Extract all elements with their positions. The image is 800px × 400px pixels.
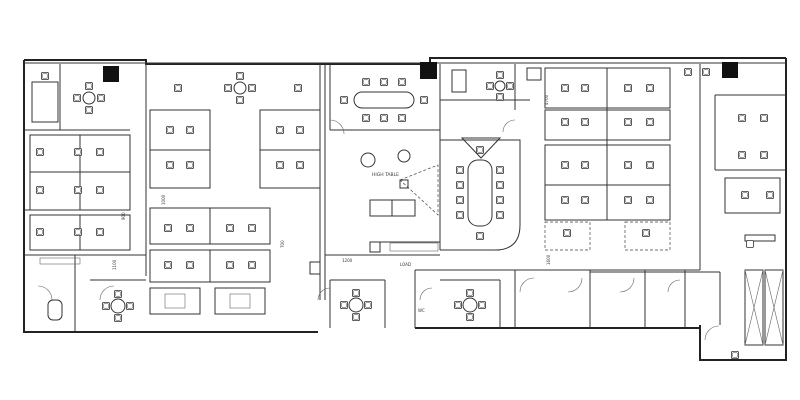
meeting-table-top-left xyxy=(31,72,105,123)
conference-room xyxy=(455,137,505,241)
dim-1000: 1000 xyxy=(161,194,166,205)
reception-area: HIGH TABLE xyxy=(360,149,439,253)
workstations-right xyxy=(544,67,710,251)
far-right-office xyxy=(724,114,784,360)
high-table-label: HIGH TABLE xyxy=(372,172,399,178)
workstations-left xyxy=(29,134,131,251)
dim-1100: 1100 xyxy=(112,259,117,270)
structural-columns xyxy=(103,62,738,82)
exterior-walls xyxy=(23,57,787,361)
dim-900: 900 xyxy=(121,212,126,220)
meeting-room-top-center xyxy=(339,78,429,122)
workstations-center-left xyxy=(149,72,321,315)
dim-4700: 4700 xyxy=(544,94,549,105)
lower-left-rooms xyxy=(39,257,135,323)
small-rooms-top-right xyxy=(451,67,542,101)
dimension-labels: 1200 1100 1000 900 700 4700 1600 LOAD WC xyxy=(112,94,551,313)
dim-1200: 1200 xyxy=(342,258,353,263)
door-swings xyxy=(37,119,720,341)
lower-center-pods xyxy=(309,261,487,322)
load-label: LOAD xyxy=(400,262,411,267)
wc-label: WC xyxy=(418,308,425,313)
dim-1600: 1600 xyxy=(546,254,551,265)
dim-700: 700 xyxy=(280,240,285,248)
